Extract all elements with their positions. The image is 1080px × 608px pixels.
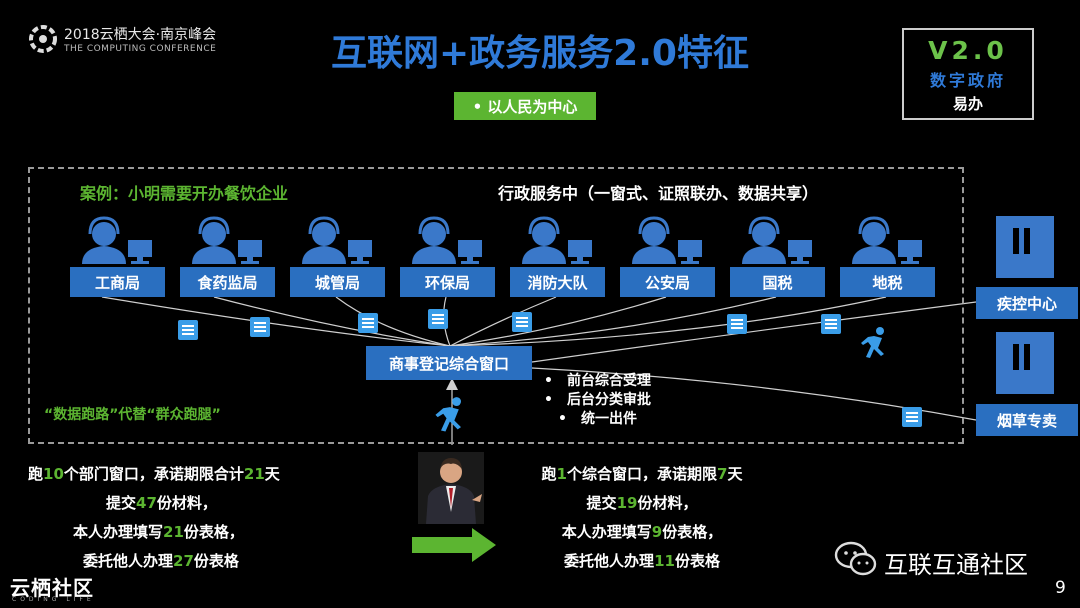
page-title: 互联网+政务服务2.0特征: [331, 33, 749, 74]
brand-tagline: CODING LIFE: [12, 596, 95, 603]
case-label: 案例：小明需要开办餐饮企业: [80, 184, 289, 203]
runner-icon: [435, 397, 461, 432]
dept-box: 工商局: [70, 267, 165, 297]
document-icon: [512, 312, 532, 332]
dept-box: 城管局: [290, 267, 385, 297]
dept-box: 消防大队: [510, 267, 605, 297]
logo-icon: [28, 24, 58, 54]
bullet-item: 统一出件: [558, 410, 651, 429]
brand-logo-text: 云栖社区: [10, 576, 94, 600]
version-label: V2.0: [928, 36, 1008, 65]
dept-box: 国税: [730, 267, 825, 297]
document-icon: [727, 314, 747, 334]
data-runs-slogan: “数据跑路”代替“群众跑腿”: [44, 407, 221, 423]
document-icon: [250, 317, 270, 337]
stat-line: 本人办理填写21份表格，: [73, 523, 244, 541]
document-icon: [902, 407, 922, 427]
wechat-icon: [834, 541, 877, 576]
version-sub1: 数字政府: [929, 71, 1006, 90]
process-bullets: 前台综合受理 后台分类审批 统一出件: [544, 372, 651, 429]
stat-line: 跑1个综合窗口，承诺期限7天: [541, 465, 743, 483]
conference-subtitle: THE COMPUTING CONFERENCE: [64, 44, 217, 54]
dept-box: 公安局: [620, 267, 715, 297]
after-stats: 跑1个综合窗口，承诺期限7天 提交19份材料， 本人办理填写9份表格， 委托他人…: [512, 460, 772, 576]
people-centered-chip: • 以人民为中心: [454, 92, 596, 120]
stat-line: 提交19份材料，: [586, 494, 698, 512]
version-box: V2.0 数字政府 易办: [902, 28, 1034, 120]
cdc-box: 疾控中心: [976, 287, 1078, 319]
dept-box: 地税: [840, 267, 935, 297]
dept-box: 环保局: [400, 267, 495, 297]
conference-name: 2018云栖大会·南京峰会: [64, 27, 217, 43]
document-icon: [428, 309, 448, 329]
dept-box: 食药监局: [180, 267, 275, 297]
version-sub2: 易办: [952, 95, 983, 113]
person-image: [418, 452, 484, 524]
stat-line: 跑10个部门窗口，承诺期限合计21天: [28, 465, 280, 483]
document-icon: [178, 320, 198, 340]
stat-line: 委托他人办理11份表格: [564, 552, 720, 570]
admin-center-label: 行政服务中（一窗式、证照联办、数据共享）: [498, 184, 819, 203]
comprehensive-window-box: 商事登记综合窗口: [366, 346, 532, 380]
stat-line: 本人办理填写9份表格，: [561, 523, 723, 541]
tobacco-box: 烟草专卖: [976, 404, 1078, 436]
arrow-icon: [412, 528, 496, 562]
before-stats: 跑10个部门窗口，承诺期限合计21天 提交47份材料， 本人办理填写21份表格，…: [28, 460, 348, 576]
bullet-item: 后台分类审批: [544, 391, 651, 410]
document-icon: [358, 313, 378, 333]
stat-line: 提交47份材料，: [106, 494, 217, 512]
bullet-item: 前台综合受理: [544, 372, 651, 391]
page-number: 9: [1055, 578, 1066, 598]
document-icon: [821, 314, 841, 334]
runner-icon: [861, 327, 884, 358]
wechat-account-label: 互联互通社区: [884, 551, 1028, 579]
stat-line: 委托他人办理27份表格: [83, 552, 239, 570]
diagram-frame: [28, 167, 964, 444]
